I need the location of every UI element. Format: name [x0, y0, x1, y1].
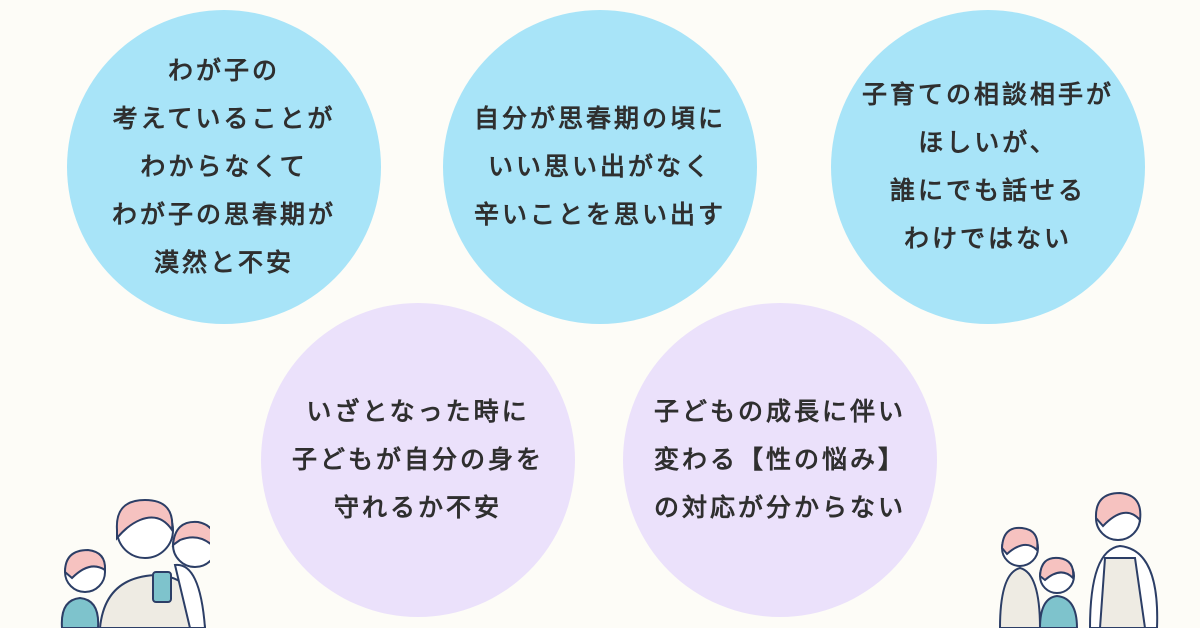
bubble-text: 辛いことを思い出す — [473, 200, 726, 229]
bubble-text: 考えていることが — [112, 104, 336, 133]
concern-bubble-5: 子どもの成長に伴い 変わる【性の悩み】 の対応が分からない — [623, 303, 937, 617]
concern-bubble-2: 自分が思春期の頃に いい思い出がなく 辛いことを思い出す — [443, 10, 757, 324]
bubble-text: 漠然と不安 — [153, 248, 294, 277]
bubble-text: 子どもの成長に伴い — [653, 397, 906, 426]
bubble-text: わからなくて — [140, 152, 308, 181]
bubble-text: いざとなった時に — [306, 397, 530, 426]
bubble-text: わが子の思春期が — [111, 200, 336, 229]
bubble-text: 守れるか不安 — [333, 493, 502, 522]
family-looking-at-phone-illustration — [60, 498, 210, 628]
bubble-text: わが子の — [167, 56, 280, 85]
bubble-text: 子どもが自分の身を — [291, 445, 544, 474]
concern-bubble-4: いざとなった時に 子どもが自分の身を 守れるか不安 — [261, 303, 575, 617]
family-standing-illustration — [998, 491, 1159, 628]
bubble-text: 変わる【性の悩み】 — [653, 445, 906, 474]
bubble-text: 自分が思春期の頃に — [473, 104, 726, 133]
bubble-text: いい思い出がなく — [487, 152, 712, 181]
bubble-text: の対応が分からない — [653, 493, 906, 522]
bubble-text: 誰にでも話せる — [889, 176, 1086, 205]
bubble-text: わけではない — [903, 224, 1072, 253]
bubble-text: 子育ての相談相手が — [861, 80, 1114, 109]
concern-bubble-3: 子育ての相談相手が ほしいが、 誰にでも話せる わけではない — [831, 10, 1145, 324]
concern-bubble-1: わが子の 考えていることが わからなくて わが子の思春期が 漠然と不安 — [67, 10, 381, 324]
bubble-text: ほしいが、 — [918, 128, 1058, 157]
